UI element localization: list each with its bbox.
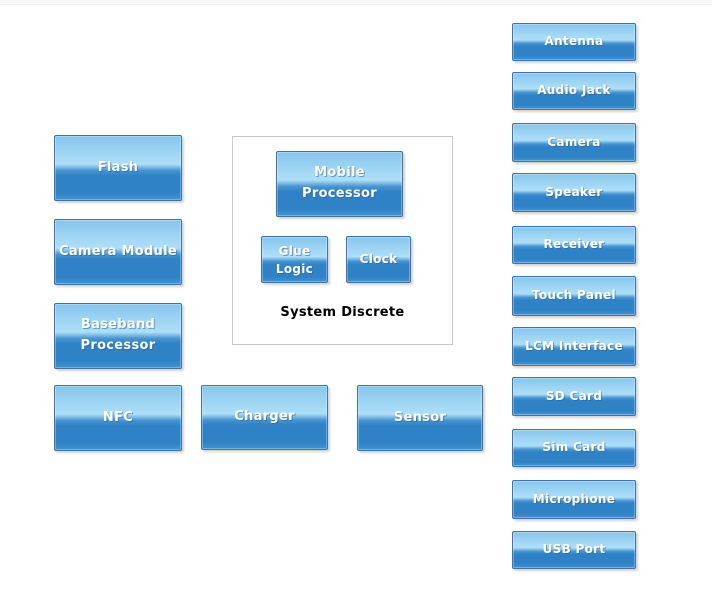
box-receiver[interactable]: Receiver <box>512 226 636 264</box>
box-nfc[interactable]: NFC <box>54 385 182 451</box>
box-camera[interactable]: Camera <box>512 123 636 162</box>
box-baseband-processor[interactable]: Baseband Processor <box>54 303 182 369</box>
box-usb-port[interactable]: USB Port <box>512 531 636 569</box>
box-sensor[interactable]: Sensor <box>357 385 483 451</box>
box-sd-card[interactable]: SD Card <box>512 377 636 416</box>
top-edge-strip <box>0 0 712 5</box>
box-glue-logic[interactable]: Glue Logic <box>261 236 328 283</box>
box-antenna[interactable]: Antenna <box>512 23 636 61</box>
box-speaker[interactable]: Speaker <box>512 173 636 212</box>
box-charger[interactable]: Charger <box>201 385 328 450</box>
box-lcm-interface[interactable]: LCM Interface <box>512 327 636 366</box>
box-microphone[interactable]: Microphone <box>512 480 636 519</box>
box-mobile-processor[interactable]: Mobile Processor <box>276 151 403 217</box>
box-audio-jack[interactable]: Audio Jack <box>512 72 636 110</box>
system-discrete-label: System Discrete <box>280 305 405 320</box>
box-touch-panel[interactable]: Touch Panel <box>512 276 636 316</box>
box-flash[interactable]: Flash <box>54 135 182 201</box>
box-camera-module[interactable]: Camera Module <box>54 219 182 285</box>
box-clock[interactable]: Clock <box>346 236 411 283</box>
box-sim-card[interactable]: Sim Card <box>512 429 636 467</box>
